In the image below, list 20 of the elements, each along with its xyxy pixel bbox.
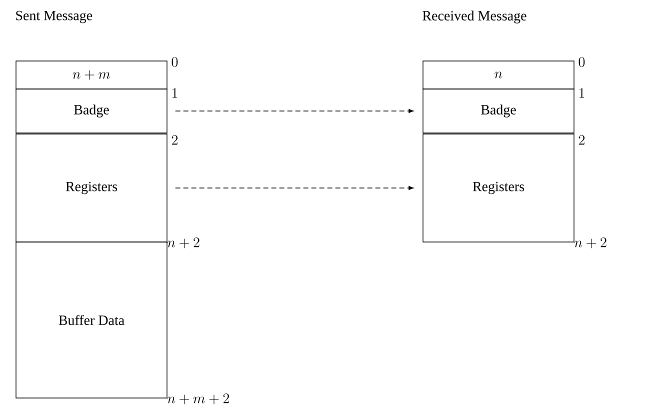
arrow (175, 109, 414, 113)
offset-label: $n+2$ (168, 238, 200, 248)
heading: Sent Message (16, 10, 92, 24)
field-box: Buffer Data (16, 242, 168, 398)
field-box: Registers (422, 134, 574, 242)
offset-label: $1$ (580, 88, 584, 98)
field-box: Badge (422, 88, 574, 134)
offset-label: $n+2$ (574, 238, 606, 248)
offset-label: $0$ (578, 57, 585, 67)
arrow (175, 186, 414, 190)
field-box: Registers (16, 134, 168, 242)
offset-label: $0$ (172, 57, 178, 67)
field-box: Badge (16, 88, 168, 134)
heading: Received Message (422, 10, 526, 24)
offset-label: $2$ (578, 135, 585, 145)
offset-label: $1$ (172, 88, 178, 98)
offset-label: $2$ (172, 135, 178, 145)
field-box: $n+m$ (16, 60, 168, 90)
field-box: $n$ (422, 60, 574, 90)
offset-label: $n+m+2$ (168, 394, 229, 404)
